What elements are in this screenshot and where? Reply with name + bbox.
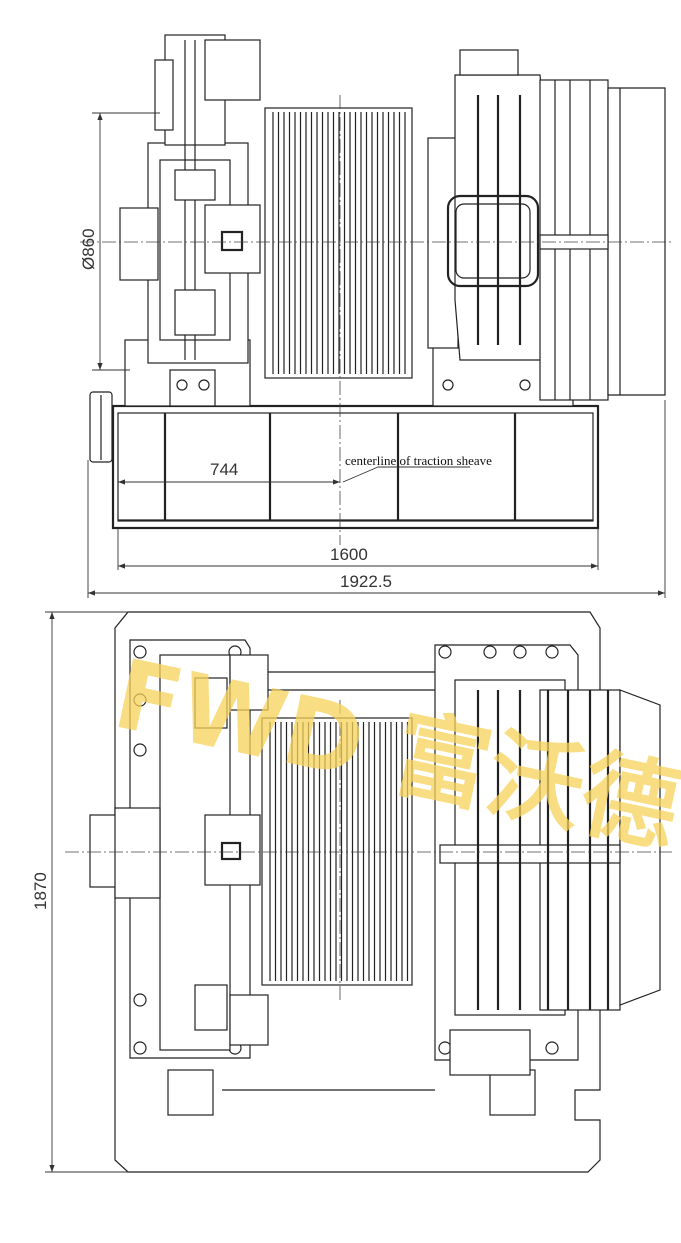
bolt-hole <box>483 645 497 659</box>
bolt-hole <box>438 645 452 659</box>
bolt-hole <box>133 693 147 707</box>
right-motor-assembly <box>427 49 666 407</box>
left-bearing-assembly <box>119 34 261 407</box>
bolt-hole <box>438 1041 452 1055</box>
traction-sheave <box>264 107 413 379</box>
bolt-hole <box>133 1041 147 1055</box>
bolt-hole <box>133 743 147 757</box>
dimension-1870: 1870 <box>31 611 128 1173</box>
dimension-diameter: Ø860 <box>79 112 160 371</box>
bedplate-outline <box>114 611 601 1173</box>
bolt-hole <box>545 645 559 659</box>
bolt-hole <box>545 1041 559 1055</box>
base-length-label: 1600 <box>330 545 368 564</box>
plan-view: 1870 <box>31 611 672 1173</box>
front-view: Ø860 744 centerline of traction sheave 1… <box>79 34 672 598</box>
bolt-hole <box>513 645 527 659</box>
dimension-1922: 1922.5 <box>87 400 666 598</box>
dimension-1600: 1600 <box>117 528 599 570</box>
overall-length-label: 1922.5 <box>340 572 392 591</box>
centerline-annotation: centerline of traction sheave <box>342 453 492 483</box>
bolt-hole <box>133 993 147 1007</box>
diameter-label: Ø860 <box>79 228 98 270</box>
base-frame <box>89 391 600 530</box>
bolt-hole <box>133 645 147 659</box>
centerline-note: centerline of traction sheave <box>345 453 492 468</box>
width-label: 1870 <box>31 872 50 910</box>
offset-label: 744 <box>210 460 238 479</box>
dimension-744: 744 <box>118 460 340 485</box>
